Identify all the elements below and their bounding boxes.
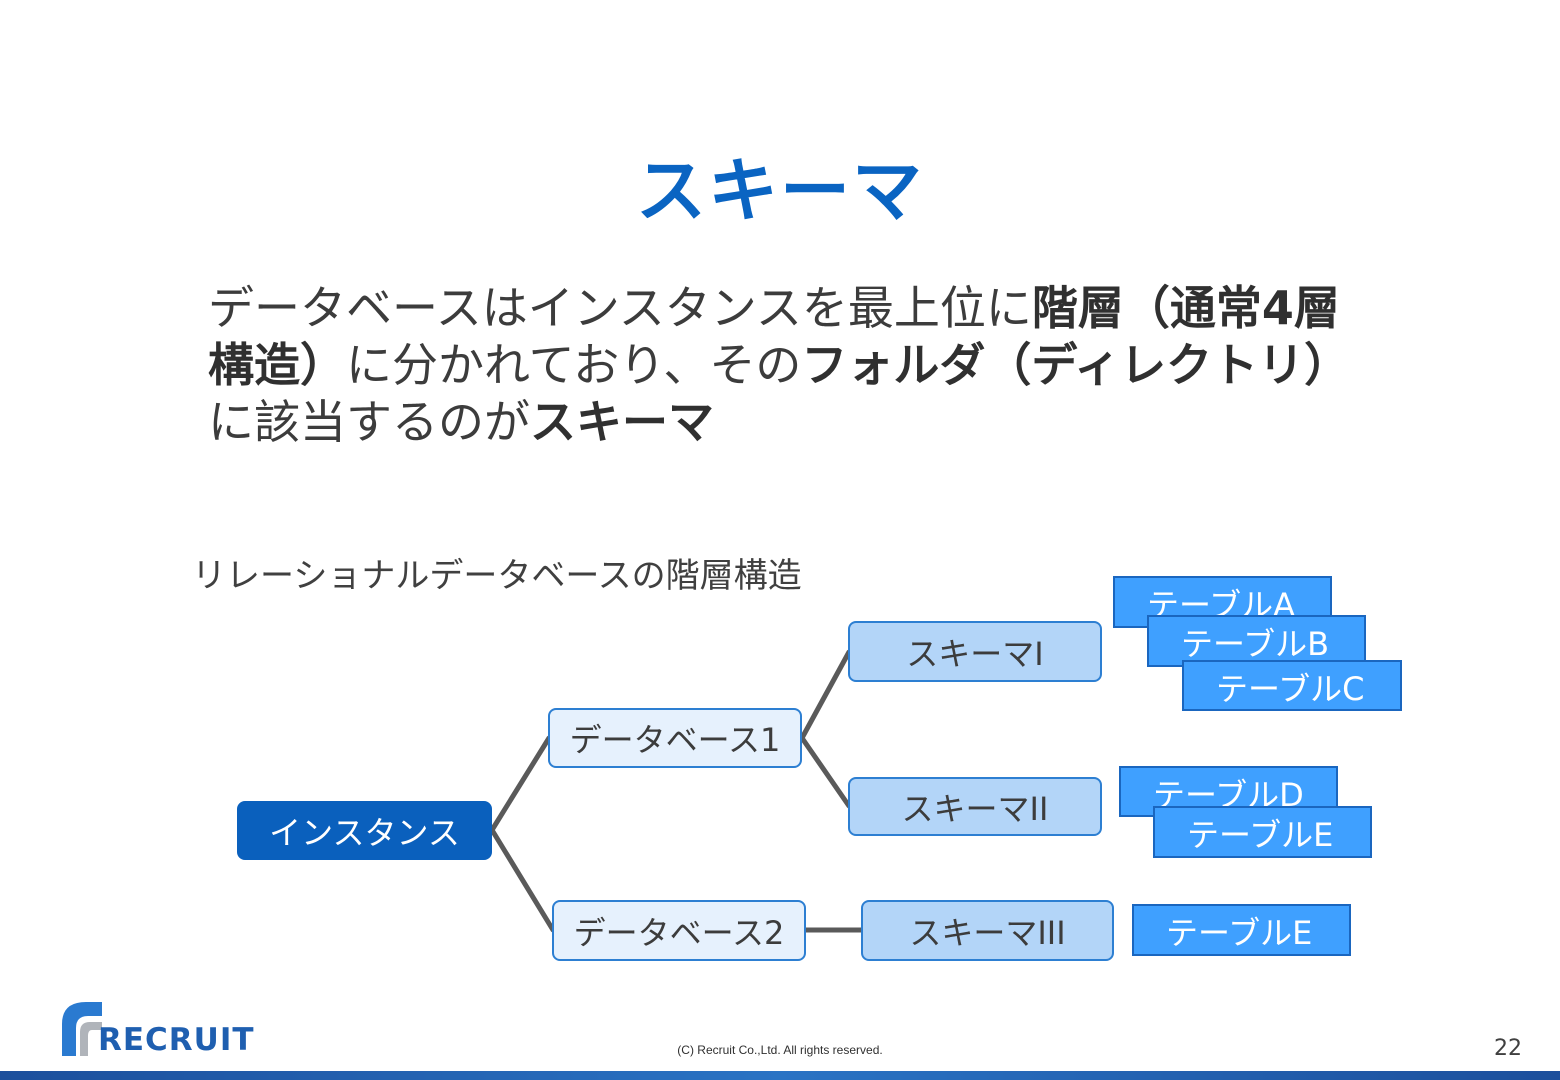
schema-label: スキーマII xyxy=(901,789,1049,828)
database-label: データベース1 xyxy=(569,721,781,759)
schema-label: スキーマI xyxy=(906,634,1044,673)
table-label: テーブルE xyxy=(1187,816,1334,854)
diagram-label: リレーショナルデータベースの階層構造 xyxy=(192,556,802,596)
footer-bar xyxy=(0,1071,1560,1080)
logo-wordmark: RECRUIT xyxy=(98,1022,255,1058)
body-segment-bold: 階層（通常4層構造） xyxy=(208,281,1340,392)
schema-node-3: スキーマIII xyxy=(861,900,1114,961)
table-node-b: テーブルB xyxy=(1147,615,1366,667)
connector-db1-schema1 xyxy=(799,649,852,741)
recruit-logo: RECRUIT xyxy=(56,996,286,1060)
schema-label: スキーマIII xyxy=(909,913,1066,952)
body-segment-bold: フォルダ（ディレクトリ） xyxy=(801,338,1351,392)
database-node-2: データベース2 xyxy=(552,900,806,961)
table-label: テーブルB xyxy=(1181,625,1330,663)
table-node-e-schema3: テーブルE xyxy=(1132,904,1351,956)
schema-node-1: スキーマI xyxy=(848,621,1102,682)
body-segment: データベースはインスタンスを最上位に xyxy=(208,281,1032,335)
schema-node-2: スキーマII xyxy=(848,777,1102,836)
body-segment: に該当するのが xyxy=(208,395,530,449)
connector-db1-schema2 xyxy=(799,735,852,809)
table-label: テーブルC xyxy=(1216,670,1365,708)
connector-instance-db1 xyxy=(489,735,552,833)
body-text: データベースはインスタンスを最上位に階層（通常4層構造）に分かれており、そのフォ… xyxy=(208,280,1378,451)
body-segment: に分かれており、その xyxy=(346,338,802,392)
database-node-1: データベース1 xyxy=(548,708,802,768)
table-label: テーブルE xyxy=(1166,914,1313,952)
table-node-c: テーブルC xyxy=(1182,660,1402,711)
table-node-e: テーブルE xyxy=(1153,806,1372,858)
slide-title: スキーマ xyxy=(636,150,924,232)
page-number: 22 xyxy=(1494,1036,1522,1061)
instance-node: インスタンス xyxy=(237,801,492,860)
body-segment-bold: スキーマ xyxy=(530,395,714,449)
database-label: データベース2 xyxy=(573,913,785,952)
copyright-text: (C) Recruit Co.,Ltd. All rights reserved… xyxy=(677,1043,883,1057)
recruit-logo-mark-icon xyxy=(62,1002,102,1056)
instance-label: インスタンス xyxy=(269,813,460,852)
connector-instance-db2 xyxy=(489,827,556,933)
